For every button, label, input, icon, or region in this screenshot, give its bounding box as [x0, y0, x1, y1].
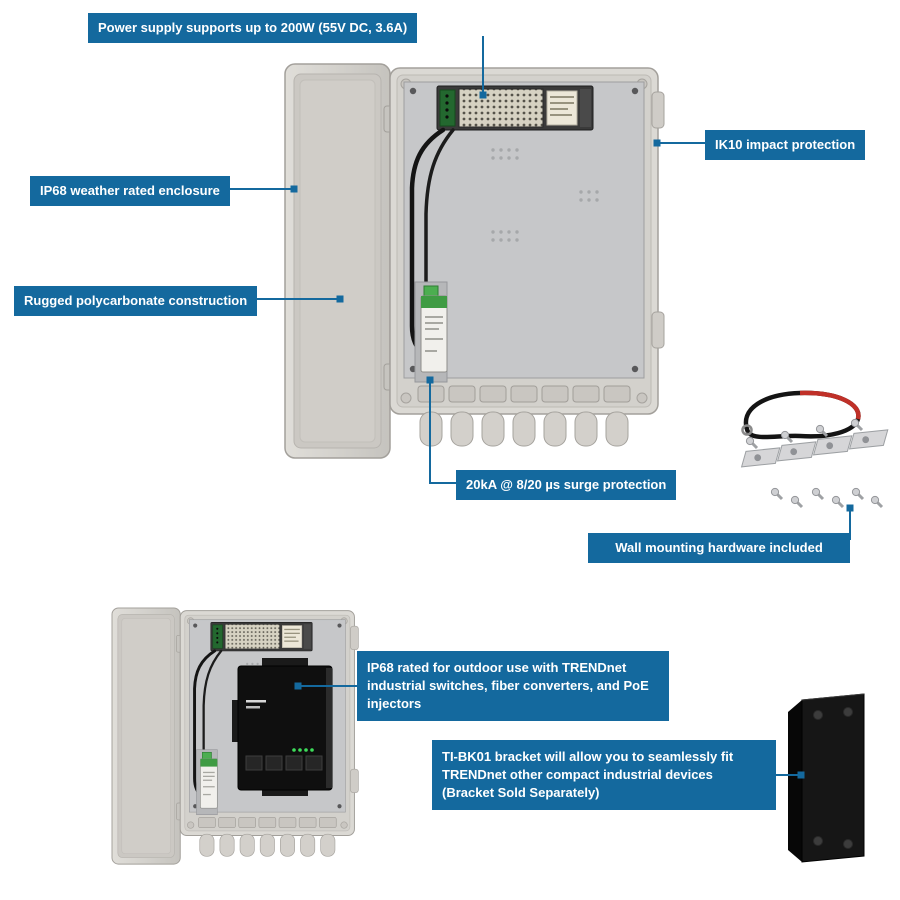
callout-ip68-enclosure: IP68 weather rated enclosure — [30, 176, 230, 206]
callout-endpoint-marker — [479, 91, 487, 99]
ground-cable — [741, 390, 861, 440]
callout-wall-mount: Wall mounting hardware included — [588, 533, 850, 563]
industrial-device — [232, 658, 333, 796]
callout-ik10: IK10 impact protection — [705, 130, 866, 160]
main-enclosure-illustration — [285, 64, 664, 458]
callout-endpoint-marker — [290, 185, 298, 193]
callout-outdoor-use: IP68 rated for outdoor use with TRENDnet… — [357, 651, 669, 721]
callout-endpoint-marker — [653, 139, 661, 147]
callout-endpoint-marker — [336, 295, 344, 303]
callout-polycarbonate: Rugged polycarbonate construction — [14, 286, 258, 316]
callout-surge: 20kA @ 8/20 µs surge protection — [456, 470, 677, 500]
callout-endpoint-marker — [426, 376, 434, 384]
ti-bk01-bracket-illustration — [788, 693, 865, 863]
callout-endpoint-marker — [797, 771, 805, 779]
wall-mount-hardware-illustration — [739, 390, 890, 509]
callout-bracket: TI-BK01 bracket will allow you to seamle… — [432, 740, 776, 810]
callout-endpoint-marker — [294, 682, 302, 690]
callout-endpoint-marker — [846, 504, 854, 512]
callout-power-supply: Power supply supports up to 200W (55V DC… — [88, 13, 418, 43]
